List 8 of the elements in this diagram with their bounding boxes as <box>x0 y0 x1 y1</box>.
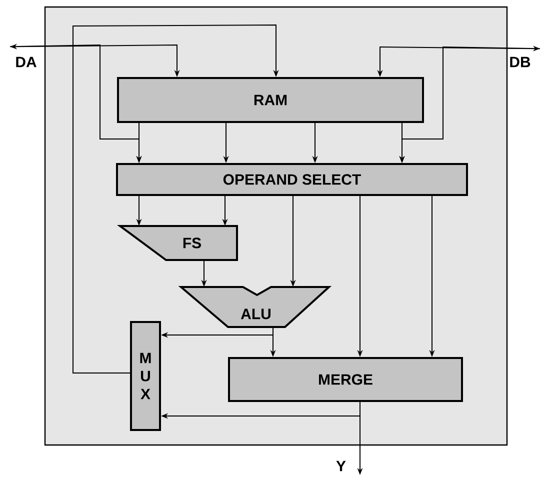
operand-select-block: OPERAND SELECT <box>116 163 468 196</box>
bus-label: DB <box>510 56 530 68</box>
bus-label: DA <box>16 56 36 68</box>
arrow <box>72 24 279 374</box>
merge-block: MERGE <box>228 357 463 402</box>
output-label: Y <box>336 460 346 472</box>
mux-block: MUX <box>130 321 161 431</box>
ram-block: RAM <box>117 77 424 123</box>
